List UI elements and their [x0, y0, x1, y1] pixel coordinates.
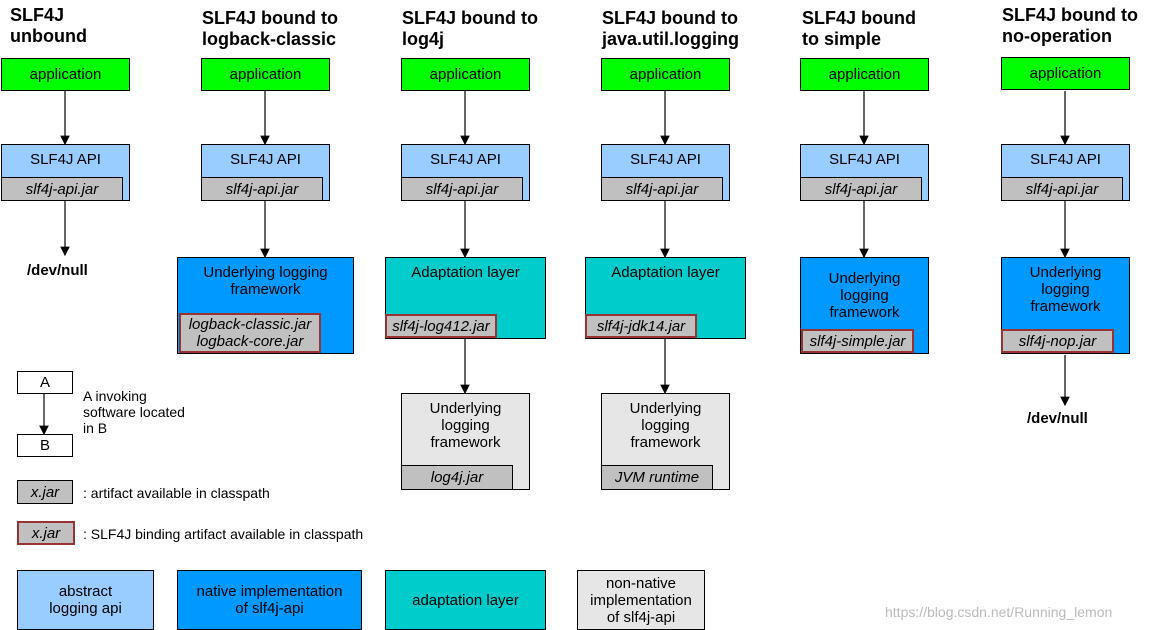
slf4j-simple-jar: slf4j-simple.jar — [801, 329, 914, 353]
column-title-nop: SLF4J bound to no-operation — [1002, 5, 1138, 46]
key-native-implementation: native implementation of slf4j-api — [177, 570, 362, 630]
column-title-jul: SLF4J bound to java.util.logging — [602, 8, 740, 49]
jvm-runtime-jar: JVM runtime — [601, 465, 713, 490]
framework-label: Underlying logging framework — [828, 270, 901, 321]
dev-null-label: /dev/null — [1027, 410, 1088, 427]
application-box: application — [800, 58, 929, 91]
column-title-logback: SLF4J bound to logback-classic — [202, 8, 338, 49]
watermark: https://blog.csdn.net/Running_lemon — [885, 604, 1113, 620]
slf4j-api-label: SLF4J API — [430, 151, 501, 168]
slf4j-nop-jar: slf4j-nop.jar — [1001, 329, 1114, 353]
framework-label: Underlying logging framework — [629, 400, 702, 451]
slf4j-api-label: SLF4J API — [630, 151, 701, 168]
slf4j-api-label: SLF4J API — [829, 151, 900, 168]
dev-null-label: /dev/null — [27, 262, 88, 279]
slf4j-api-label: SLF4J API — [30, 151, 101, 168]
log4j-jar: log4j.jar — [401, 465, 513, 490]
adaptation-label: Adaptation layer — [411, 264, 520, 281]
logback-jars: logback-classic.jar logback-core.jar — [179, 313, 321, 353]
slf4j-api-jar: slf4j-api.jar — [201, 177, 323, 201]
adaptation-label: Adaptation layer — [611, 264, 720, 281]
column-title-log4j: SLF4J bound to log4j — [402, 8, 538, 49]
column-title-unbound: SLF4J unbound — [10, 5, 87, 46]
legend-invoke-text: A invoking software located in B — [83, 388, 185, 436]
arrows-api-to-next — [60, 201, 1070, 259]
legend-binding-text: : SLF4J binding artifact available in cl… — [83, 526, 364, 542]
slf4j-api-label: SLF4J API — [1030, 151, 1101, 168]
application-box: application — [201, 58, 330, 91]
arrows-app-to-api — [60, 91, 1070, 146]
slf4j-api-jar: slf4j-api.jar — [1, 177, 123, 201]
legend-binding-jar: x.jar — [17, 521, 75, 545]
slf4j-api-jar: slf4j-api.jar — [601, 177, 723, 201]
legend-box-b: B — [17, 434, 73, 457]
slf4j-api-jar: slf4j-api.jar — [1001, 177, 1123, 201]
application-box: application — [401, 58, 530, 91]
slf4j-jdk14-jar: slf4j-jdk14.jar — [585, 314, 697, 338]
legend-artifact-text: : artifact available in classpath — [83, 485, 270, 501]
logging-framework-box: Underlying logging framework — [1001, 257, 1130, 354]
slf4j-log412-jar: slf4j-log412.jar — [385, 314, 497, 338]
key-non-native-implementation: non-native implementation of slf4j-api — [577, 570, 705, 630]
arrows-adapt-to-framework — [460, 339, 670, 395]
legend-box-a: A — [17, 371, 73, 394]
application-box: application — [1, 58, 130, 91]
legend-artifact-jar: x.jar — [17, 480, 73, 504]
application-box: application — [1001, 57, 1130, 90]
key-abstract-logging-api: abstract logging api — [17, 570, 154, 630]
slf4j-api-label: SLF4J API — [230, 151, 301, 168]
column-title-simple: SLF4J bound to simple — [802, 8, 916, 49]
key-adaptation-layer: adaptation layer — [385, 570, 546, 630]
framework-label: Underlying logging framework — [429, 400, 502, 451]
application-box: application — [601, 58, 730, 91]
slf4j-api-jar: slf4j-api.jar — [800, 177, 922, 201]
framework-label: Underlying logging framework — [1029, 264, 1102, 315]
framework-label: Underlying logging framework — [203, 264, 328, 298]
slf4j-api-jar: slf4j-api.jar — [401, 177, 523, 201]
